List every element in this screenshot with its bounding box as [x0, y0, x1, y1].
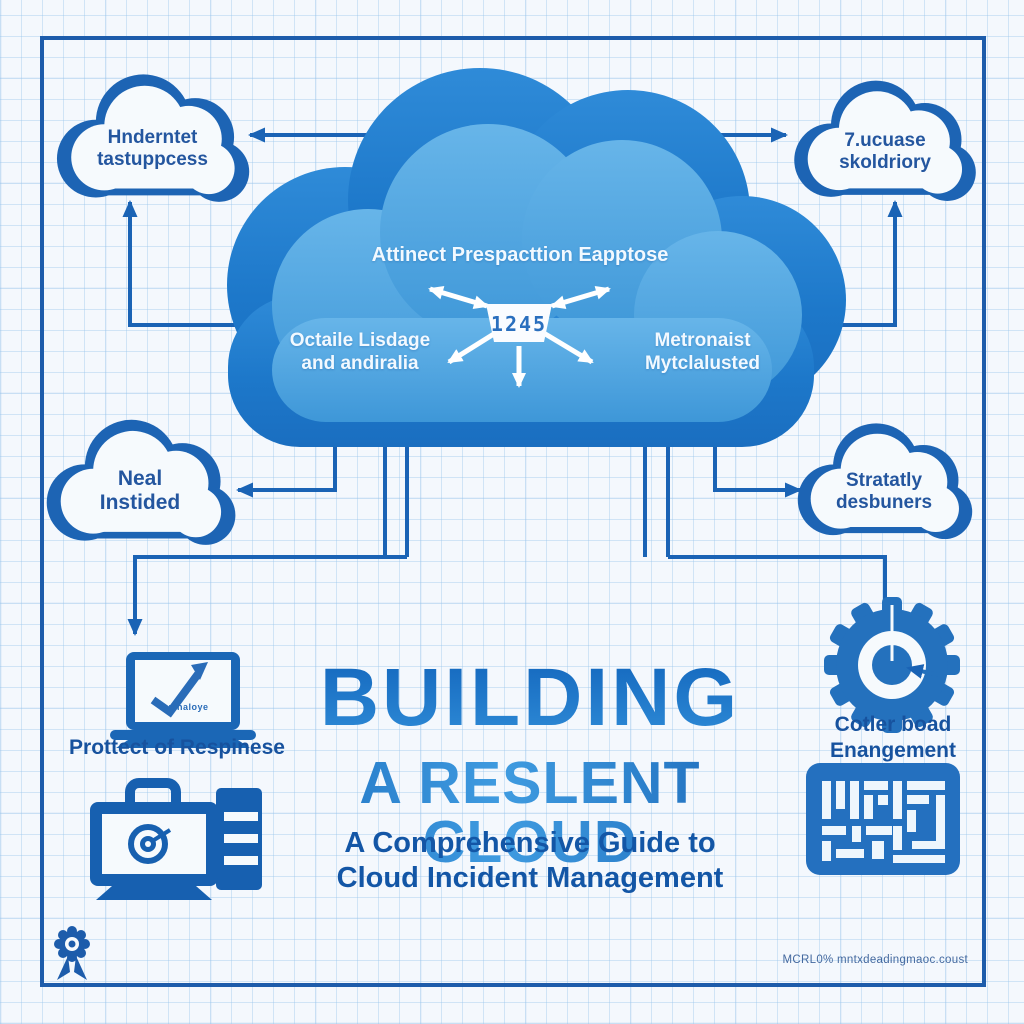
main-cloud-right-label-line1: Metronaist [654, 330, 751, 351]
main-cloud-left-label-line2: and andiralia [301, 352, 419, 374]
cloud-label-midright-line2: desbuners [835, 491, 933, 513]
cloud-label-midleft-line1: Neal [117, 467, 163, 490]
cloud-label-midleft: Neal Instided [70, 467, 210, 515]
cloud-label-topleft: Hnderntet tastuppcess [75, 127, 230, 171]
connector-to-laptop [127, 555, 407, 636]
main-cloud-top-label: Attinect Prespacttion Eapptose [371, 244, 669, 266]
laptop-screen-text: omnaloye [162, 702, 209, 712]
cloud-label-topleft-line2: tastuppcess [97, 148, 208, 170]
cloud-value-box [486, 304, 552, 342]
poster-subtitle-line2: Cloud Incident Management [336, 861, 724, 894]
cloud-arrows [428, 286, 611, 388]
satellite-cloud-topright [794, 80, 976, 201]
connector-left-up [122, 200, 268, 327]
satellite-cloud-topleft [56, 74, 250, 202]
satellite-cloud-midright [797, 423, 973, 540]
footer-credit: MCRL0% mntxdeadingmaoc.coust [782, 954, 968, 966]
poster-subtitle-line1: A Comprehensive Guide to [344, 827, 716, 859]
poster-title-line2: A RESLENT CLOUD [255, 754, 805, 872]
main-cloud-right-label-line2: Mytclalusted [644, 352, 761, 374]
qr-code-icon [806, 763, 960, 875]
cloud-label-midright: Stratatly desbuners [808, 470, 960, 514]
workstation-server-icon [90, 778, 262, 900]
main-cloud-box-value: 1245 [490, 312, 548, 336]
cloud-label-midright-line1: Stratatly [845, 470, 923, 491]
cloud-label-topright: 7.ucuase skoldriory [805, 130, 965, 174]
poster-title-line1: BUILDING [255, 657, 805, 739]
award-ribbon-icon [54, 926, 90, 980]
laptop-check-icon [110, 652, 256, 748]
cloud-label-topleft-line1: Hnderntet [107, 127, 198, 148]
cloud-label-topright-line2: skoldriory [839, 151, 931, 173]
gear-label: Cotler boad Enangement [818, 712, 968, 765]
connector-midright [713, 440, 802, 498]
cloud-label-midleft-line2: Instided [99, 491, 181, 515]
main-cloud-left-label: Octaile Lisdage and andiralia [270, 330, 450, 376]
main-cloud-shape [227, 68, 846, 447]
gear-target-icon [824, 597, 960, 733]
main-cloud-left-label-line1: Octaile Lisdage [289, 330, 431, 351]
laptop-label: Prottect of Respinese [69, 736, 285, 759]
main-cloud-right-label: Metronaist Mytclalusted [615, 330, 790, 376]
gear-label-line1: Cotler boad [834, 713, 952, 736]
poster-subtitle: A Comprehensive Guide to Cloud Incident … [280, 826, 780, 896]
connector-midleft [236, 440, 337, 498]
gear-label-line2: Enangement [829, 739, 957, 763]
satellite-cloud-midleft [46, 419, 236, 545]
cloud-label-topright-line1: 7.ucuase [844, 130, 926, 151]
